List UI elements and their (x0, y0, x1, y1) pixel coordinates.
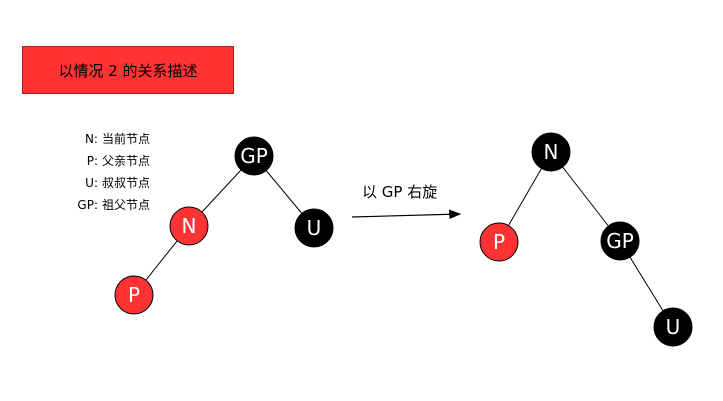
node-u-after: U (653, 307, 693, 347)
legend-text: 祖父节点 (101, 198, 150, 212)
node-label: P (493, 230, 505, 254)
legend-row-u: U: 叔叔节点 (40, 172, 150, 194)
node-circle (234, 136, 274, 176)
node-circle (169, 206, 209, 246)
node-circle (531, 132, 571, 172)
legend-key: U: (85, 176, 98, 190)
node-label: N (544, 140, 559, 164)
title-box: 以情况 2 的关系描述 (22, 46, 234, 94)
legend-row-n: N: 当前节点 (40, 128, 150, 150)
node-gp-after: GP (600, 221, 640, 261)
legend-row-gp: GP: 祖父节点 (40, 194, 150, 216)
node-circle (479, 222, 519, 262)
node-gp-before: GP (234, 136, 274, 176)
node-label: P (128, 283, 140, 307)
node-circle (600, 221, 640, 261)
node-p-before: P (114, 275, 154, 315)
legend: N: 当前节点 P: 父亲节点 U: 叔叔节点 GP: 祖父节点 (40, 128, 150, 216)
legend-key: P: (86, 154, 98, 168)
node-circle (653, 307, 693, 347)
arrow-label: 以 GP 右旋 (362, 183, 438, 201)
node-n-before: N (169, 206, 209, 246)
node-label: U (666, 315, 681, 339)
rotation-arrow (351, 209, 462, 220)
node-label: GP (606, 229, 634, 253)
node-label: U (307, 216, 322, 240)
node-u-before: U (294, 208, 334, 248)
legend-key: GP: (77, 198, 98, 212)
node-label: N (182, 214, 197, 238)
title-text: 以情况 2 的关系描述 (58, 61, 198, 80)
node-label: GP (240, 144, 268, 168)
legend-text: 当前节点 (101, 132, 150, 146)
node-circle (114, 275, 154, 315)
legend-row-p: P: 父亲节点 (40, 150, 150, 172)
legend-text: 叔叔节点 (101, 176, 150, 190)
legend-key: N: (84, 132, 98, 146)
node-n-after: N (531, 132, 571, 172)
node-p-after: P (479, 222, 519, 262)
legend-text: 父亲节点 (101, 154, 150, 168)
node-circle (294, 208, 334, 248)
